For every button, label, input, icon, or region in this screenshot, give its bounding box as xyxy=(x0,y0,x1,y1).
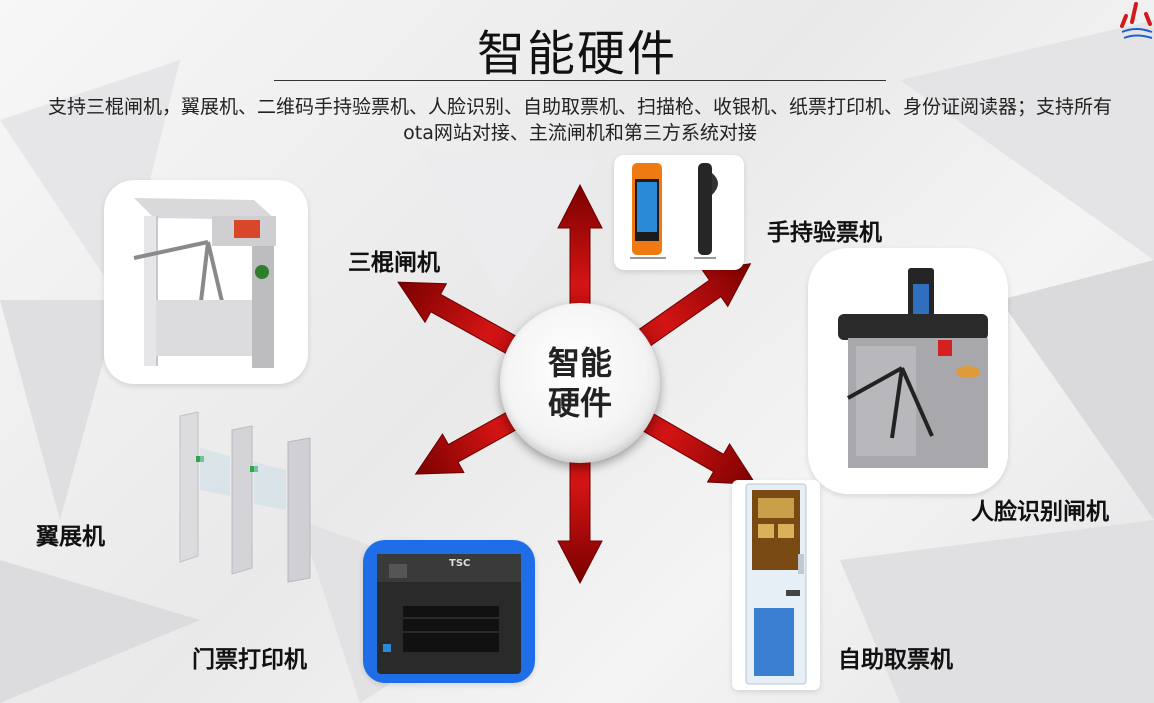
face-turnstile-image xyxy=(838,268,988,468)
ticket-printer-image xyxy=(377,554,521,674)
tripod-turnstile-image xyxy=(133,198,276,368)
center-hub: 智能 硬件 xyxy=(500,303,660,463)
label-face-turnstile: 人脸识别闸机 xyxy=(971,499,1109,525)
title-underline xyxy=(274,80,886,81)
logo-icon xyxy=(1120,2,1153,39)
label-wing-gate: 翼展机 xyxy=(36,524,105,550)
page-title: 智能硬件 xyxy=(476,26,677,82)
kiosk-image xyxy=(745,483,807,685)
center-label-line2: 硬件 xyxy=(547,384,612,422)
center-label-line1: 智能 xyxy=(547,344,612,382)
label-tripod-turnstile: 三棍闸机 xyxy=(348,250,440,276)
handheld-card xyxy=(614,155,744,270)
face-turnstile-card xyxy=(808,248,1008,494)
tripod-turnstile-card xyxy=(104,180,308,384)
wing-gate-image xyxy=(179,411,311,583)
printer-brand: TSC xyxy=(449,558,471,569)
label-handheld: 手持验票机 xyxy=(767,220,882,246)
label-ticket-printer: 门票打印机 xyxy=(192,647,307,673)
subtitle: 支持三棍闸机，翼展机、二维码手持验票机、人脸识别、自助取票机、扫描枪、收银机、纸… xyxy=(47,96,1112,144)
ticket-printer-card: TSC xyxy=(363,540,535,683)
handheld-terminal-image xyxy=(630,163,718,259)
label-kiosk: 自助取票机 xyxy=(838,647,953,673)
kiosk-card xyxy=(732,480,820,690)
